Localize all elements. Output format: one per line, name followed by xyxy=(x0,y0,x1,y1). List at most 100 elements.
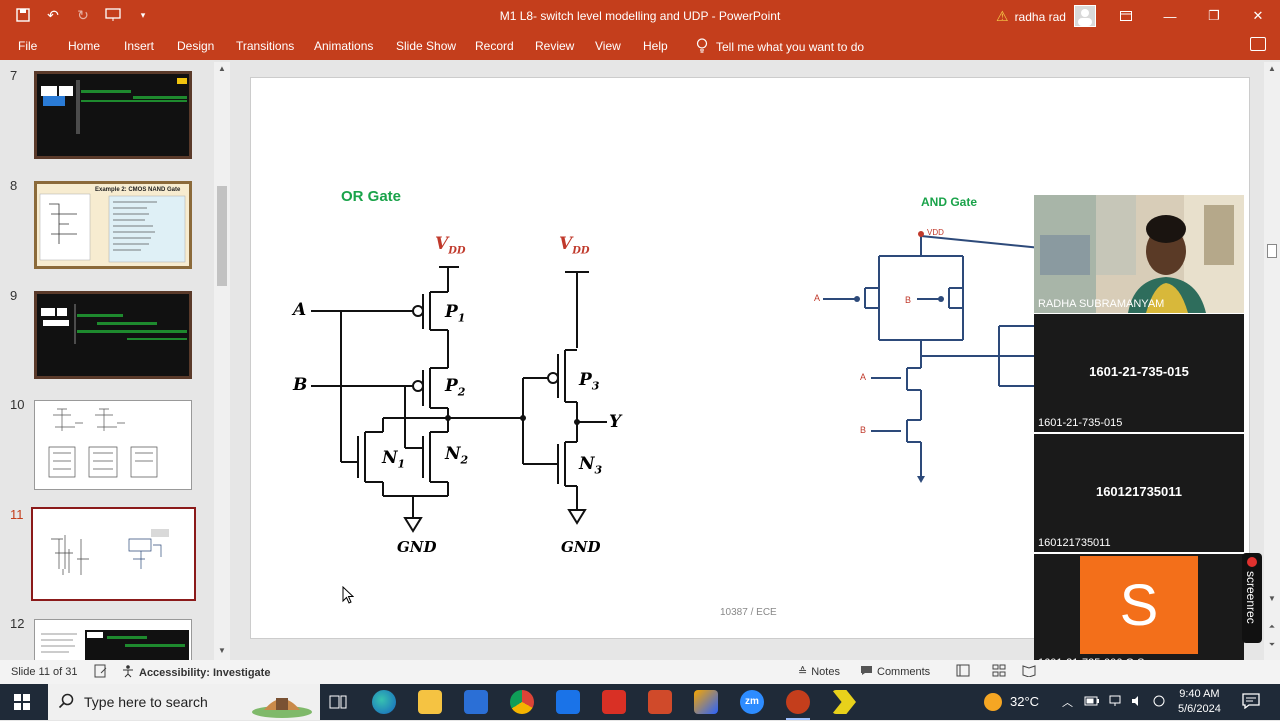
slide-sorter-icon[interactable] xyxy=(992,664,1006,680)
tab-insert[interactable]: Insert xyxy=(124,39,155,53)
ribbon-display-icon[interactable] xyxy=(1104,0,1148,32)
mail-icon[interactable] xyxy=(556,690,580,714)
slide-number: 10 xyxy=(10,397,25,412)
accessibility-status[interactable]: Accessibility: Investigate xyxy=(121,664,270,681)
task-view-icon[interactable] xyxy=(326,690,350,714)
title-bar: ↶ ↻ ▾ M1 L8- switch level modelling and … xyxy=(0,0,1280,32)
scroll-down-icon[interactable]: ▼ xyxy=(1268,594,1276,603)
screenrec-taskbar-icon[interactable] xyxy=(832,690,856,714)
battery-icon[interactable] xyxy=(1084,695,1100,710)
slide-thumbnail-7[interactable] xyxy=(34,71,192,159)
undo-icon[interactable]: ↶ xyxy=(47,6,59,23)
notes-button[interactable]: ≙ Notes xyxy=(798,665,840,679)
tab-slide-show[interactable]: Slide Show xyxy=(396,39,457,53)
participant-video-3[interactable]: 160121735011 160121735011 xyxy=(1034,434,1244,552)
tab-view[interactable]: View xyxy=(595,39,621,53)
chrome-icon[interactable] xyxy=(510,690,534,714)
temperature[interactable]: 32°C xyxy=(1010,694,1040,709)
and-input-a-label: A xyxy=(814,293,821,303)
avatar[interactable] xyxy=(1074,5,1096,27)
matlab-icon[interactable] xyxy=(694,690,718,714)
thumbnail-scrollbar[interactable]: ▲ ▼ xyxy=(214,62,230,660)
participant-center-name: 1601-21-735-015 xyxy=(1089,364,1189,379)
slide-scrollbar[interactable]: ▲ ▼ ⏶ ⏷ xyxy=(1264,62,1280,660)
taskbar: Type here to search zm 32°C ︿ 9:40 AM 5/… xyxy=(0,684,1280,720)
status-bar: Slide 11 of 31 Accessibility: Investigat… xyxy=(0,660,1280,684)
taskbar-search[interactable]: Type here to search xyxy=(48,684,320,720)
tab-review[interactable]: Review xyxy=(535,39,575,53)
reading-view-icon[interactable] xyxy=(1022,664,1036,680)
notes-icon: ≙ xyxy=(798,666,808,678)
slide-thumbnail-11[interactable] xyxy=(31,507,196,601)
scrollbar-thumb[interactable] xyxy=(217,186,227,286)
slide-thumbnail-8[interactable]: Example 2: CMOS NAND Gate xyxy=(34,181,192,269)
tab-animations[interactable]: Animations xyxy=(314,39,374,53)
participant-name: 1601-21-735-015 xyxy=(1038,417,1123,429)
tell-me-search[interactable]: Tell me what you want to do xyxy=(696,38,864,56)
powerpoint-alt-icon[interactable] xyxy=(648,690,672,714)
screenrec-widget[interactable]: screenrec xyxy=(1242,553,1262,643)
gnd-label-2: GND xyxy=(561,538,601,556)
slide-number: 11 xyxy=(10,507,24,522)
tab-transitions[interactable]: Transitions xyxy=(236,39,295,53)
scroll-up-icon[interactable]: ▲ xyxy=(1268,64,1276,73)
tab-record[interactable]: Record xyxy=(475,39,514,53)
scrollbar-thumb[interactable] xyxy=(1267,244,1277,258)
close-icon[interactable]: ✕ xyxy=(1252,8,1264,23)
p3-label: P3 xyxy=(579,370,600,393)
tab-file[interactable]: File xyxy=(18,39,38,53)
tab-help[interactable]: Help xyxy=(643,39,668,53)
redo-icon[interactable]: ↻ xyxy=(77,6,89,23)
next-slide-icon[interactable]: ⏷ xyxy=(1268,640,1276,649)
slide-number: 8 xyxy=(10,178,18,193)
notifications-icon[interactable] xyxy=(1242,693,1260,712)
comments-icon[interactable] xyxy=(1250,37,1266,51)
vdd-label-2: VDD xyxy=(559,234,590,257)
slide-thumbnail-9[interactable] xyxy=(34,291,192,379)
prev-slide-icon[interactable]: ⏶ xyxy=(1268,622,1276,631)
user-account[interactable]: ⚠ radha rad xyxy=(996,8,1066,25)
participant-video-4[interactable]: S 1601-21-735-006 G.Sarayu xyxy=(1034,554,1244,672)
spelling-icon[interactable] xyxy=(94,664,108,681)
accessibility-text: Accessibility: Investigate xyxy=(139,666,271,679)
volume-icon[interactable] xyxy=(1130,694,1144,711)
clock[interactable]: 9:40 AM 5/6/2024 xyxy=(1178,687,1221,717)
windows-start-icon[interactable] xyxy=(14,694,30,713)
participant-video-2[interactable]: 1601-21-735-015 1601-21-735-015 xyxy=(1034,314,1244,432)
tab-design[interactable]: Design xyxy=(177,39,215,53)
file-explorer-icon[interactable] xyxy=(418,690,442,714)
vdd-label-1: VDD xyxy=(435,234,466,257)
search-icon xyxy=(58,693,74,712)
participant-initial: S xyxy=(1119,573,1159,638)
present-icon[interactable] xyxy=(104,6,122,24)
scroll-down-icon[interactable]: ▼ xyxy=(218,646,226,655)
comments-button[interactable]: Comments xyxy=(860,665,930,679)
edge-browser-icon[interactable] xyxy=(372,690,396,714)
accessibility-icon xyxy=(121,664,135,681)
scroll-up-icon[interactable]: ▲ xyxy=(218,64,226,73)
participant-video-1[interactable]: RADHA SUBRAMANYAM xyxy=(1034,195,1244,313)
maximize-icon[interactable]: ❐ xyxy=(1208,8,1220,23)
tab-home[interactable]: Home xyxy=(68,39,101,53)
network-icon[interactable] xyxy=(1108,694,1122,711)
acrobat-icon[interactable] xyxy=(602,690,626,714)
save-icon[interactable] xyxy=(14,6,32,24)
participant-avatar xyxy=(1080,556,1198,654)
normal-view-icon[interactable] xyxy=(956,664,970,680)
time: 9:40 AM xyxy=(1179,688,1220,700)
zoom-icon[interactable]: zm xyxy=(740,690,764,714)
powerpoint-icon[interactable] xyxy=(786,690,810,714)
and-vdd-label: VDD xyxy=(927,228,944,237)
language-icon[interactable] xyxy=(1152,694,1166,711)
input-a-label: A xyxy=(293,300,307,320)
chevron-up-icon[interactable]: ︿ xyxy=(1062,697,1073,709)
slide-thumbnail-10[interactable] xyxy=(34,400,192,490)
participant-name: RADHA SUBRAMANYAM xyxy=(1038,298,1165,310)
window-controls: — ❐ ✕ xyxy=(1104,0,1280,32)
slide-thumbnail-12[interactable] xyxy=(34,619,192,664)
record-icon xyxy=(1247,557,1257,567)
minimize-icon[interactable]: — xyxy=(1163,8,1177,24)
participant-name: 160121735011 xyxy=(1038,537,1111,549)
microsoft-store-icon[interactable] xyxy=(464,690,488,714)
customize-qat-icon[interactable]: ▾ xyxy=(140,9,146,20)
